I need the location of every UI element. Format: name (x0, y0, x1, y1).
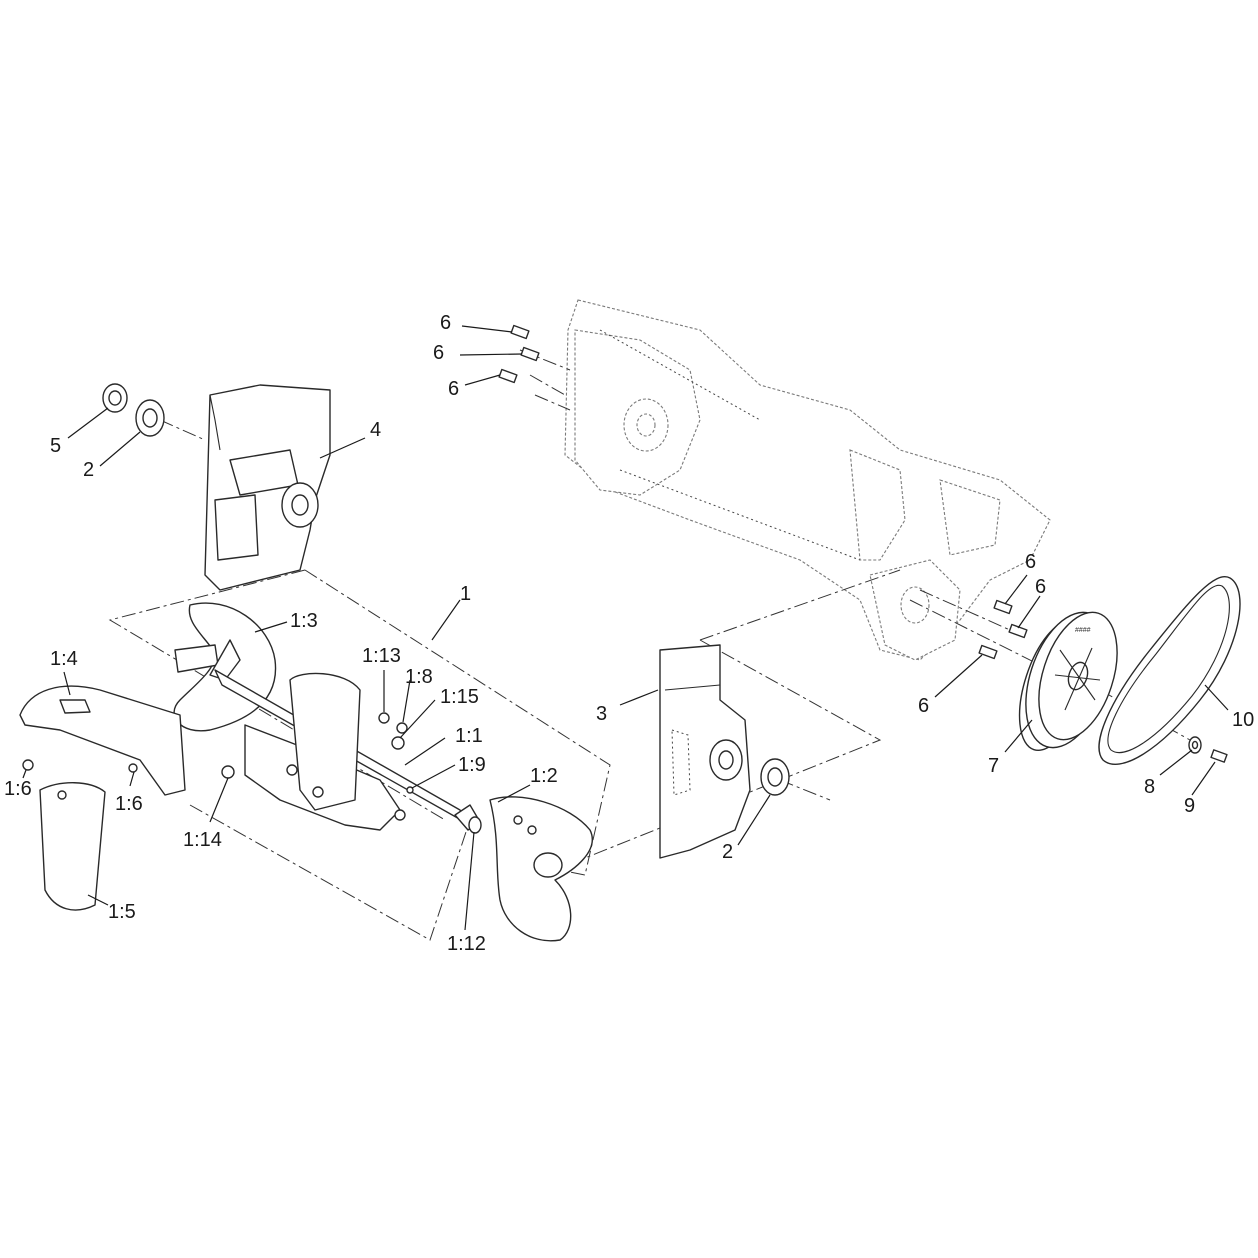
callout-6: 6 (1035, 576, 1046, 598)
callout-1-9: 1:9 (458, 754, 486, 776)
side-plate-left-4 (204, 384, 331, 591)
callout-1-4: 1:4 (50, 648, 78, 670)
callout-6: 6 (440, 312, 451, 334)
bolts-6-top (498, 324, 540, 384)
callout-4: 4 (370, 419, 381, 441)
bearing-2-left (135, 399, 165, 437)
callout-1-12: 1:12 (447, 933, 486, 955)
bearing-2-right (760, 758, 790, 796)
callout-1-15: 1:15 (440, 686, 479, 708)
callout-6: 6 (1025, 551, 1036, 573)
callout-labels: 6 6 6 5 2 4 1 1:3 1:4 1:13 1:8 1:15 1:1 … (4, 312, 1254, 955)
bolts-6-right (978, 599, 1028, 660)
scraper-plate-1-5 (39, 782, 106, 911)
callout-9: 9 (1184, 795, 1195, 817)
pulley-decal: #### (1075, 627, 1091, 634)
callout-3: 3 (596, 703, 607, 725)
callout-6: 6 (433, 342, 444, 364)
callout-8: 8 (1144, 776, 1155, 798)
callout-1-13: 1:13 (362, 645, 401, 667)
callout-1-6: 1:6 (115, 793, 143, 815)
callout-5: 5 (50, 435, 61, 457)
callout-1-8: 1:8 (405, 666, 433, 688)
callout-6: 6 (448, 378, 459, 400)
callout-1: 1 (460, 583, 471, 605)
callout-1-14: 1:14 (183, 829, 222, 851)
callout-1-2: 1:2 (530, 765, 558, 787)
side-plate-right-3 (659, 644, 751, 859)
callout-2: 2 (83, 459, 94, 481)
pulley-7: #### (1018, 611, 1118, 752)
auger-assembly-1 (19, 602, 593, 942)
callout-10: 10 (1232, 709, 1254, 731)
callout-1-6: 1:6 (4, 778, 32, 800)
callout-1-3: 1:3 (290, 610, 318, 632)
callout-1-5: 1:5 (108, 901, 136, 923)
washer-5 (102, 383, 128, 413)
callout-7: 7 (988, 755, 999, 777)
callout-2: 2 (722, 841, 733, 863)
callout-1-1: 1:1 (455, 725, 483, 747)
callout-6: 6 (918, 695, 929, 717)
hardware-small (22, 712, 414, 794)
bolt-9 (1210, 749, 1228, 763)
auger-housing-phantom (564, 299, 1051, 661)
drive-belt-10 (1098, 576, 1241, 765)
washer-8 (1188, 736, 1202, 754)
leader-lines (22, 325, 1229, 931)
